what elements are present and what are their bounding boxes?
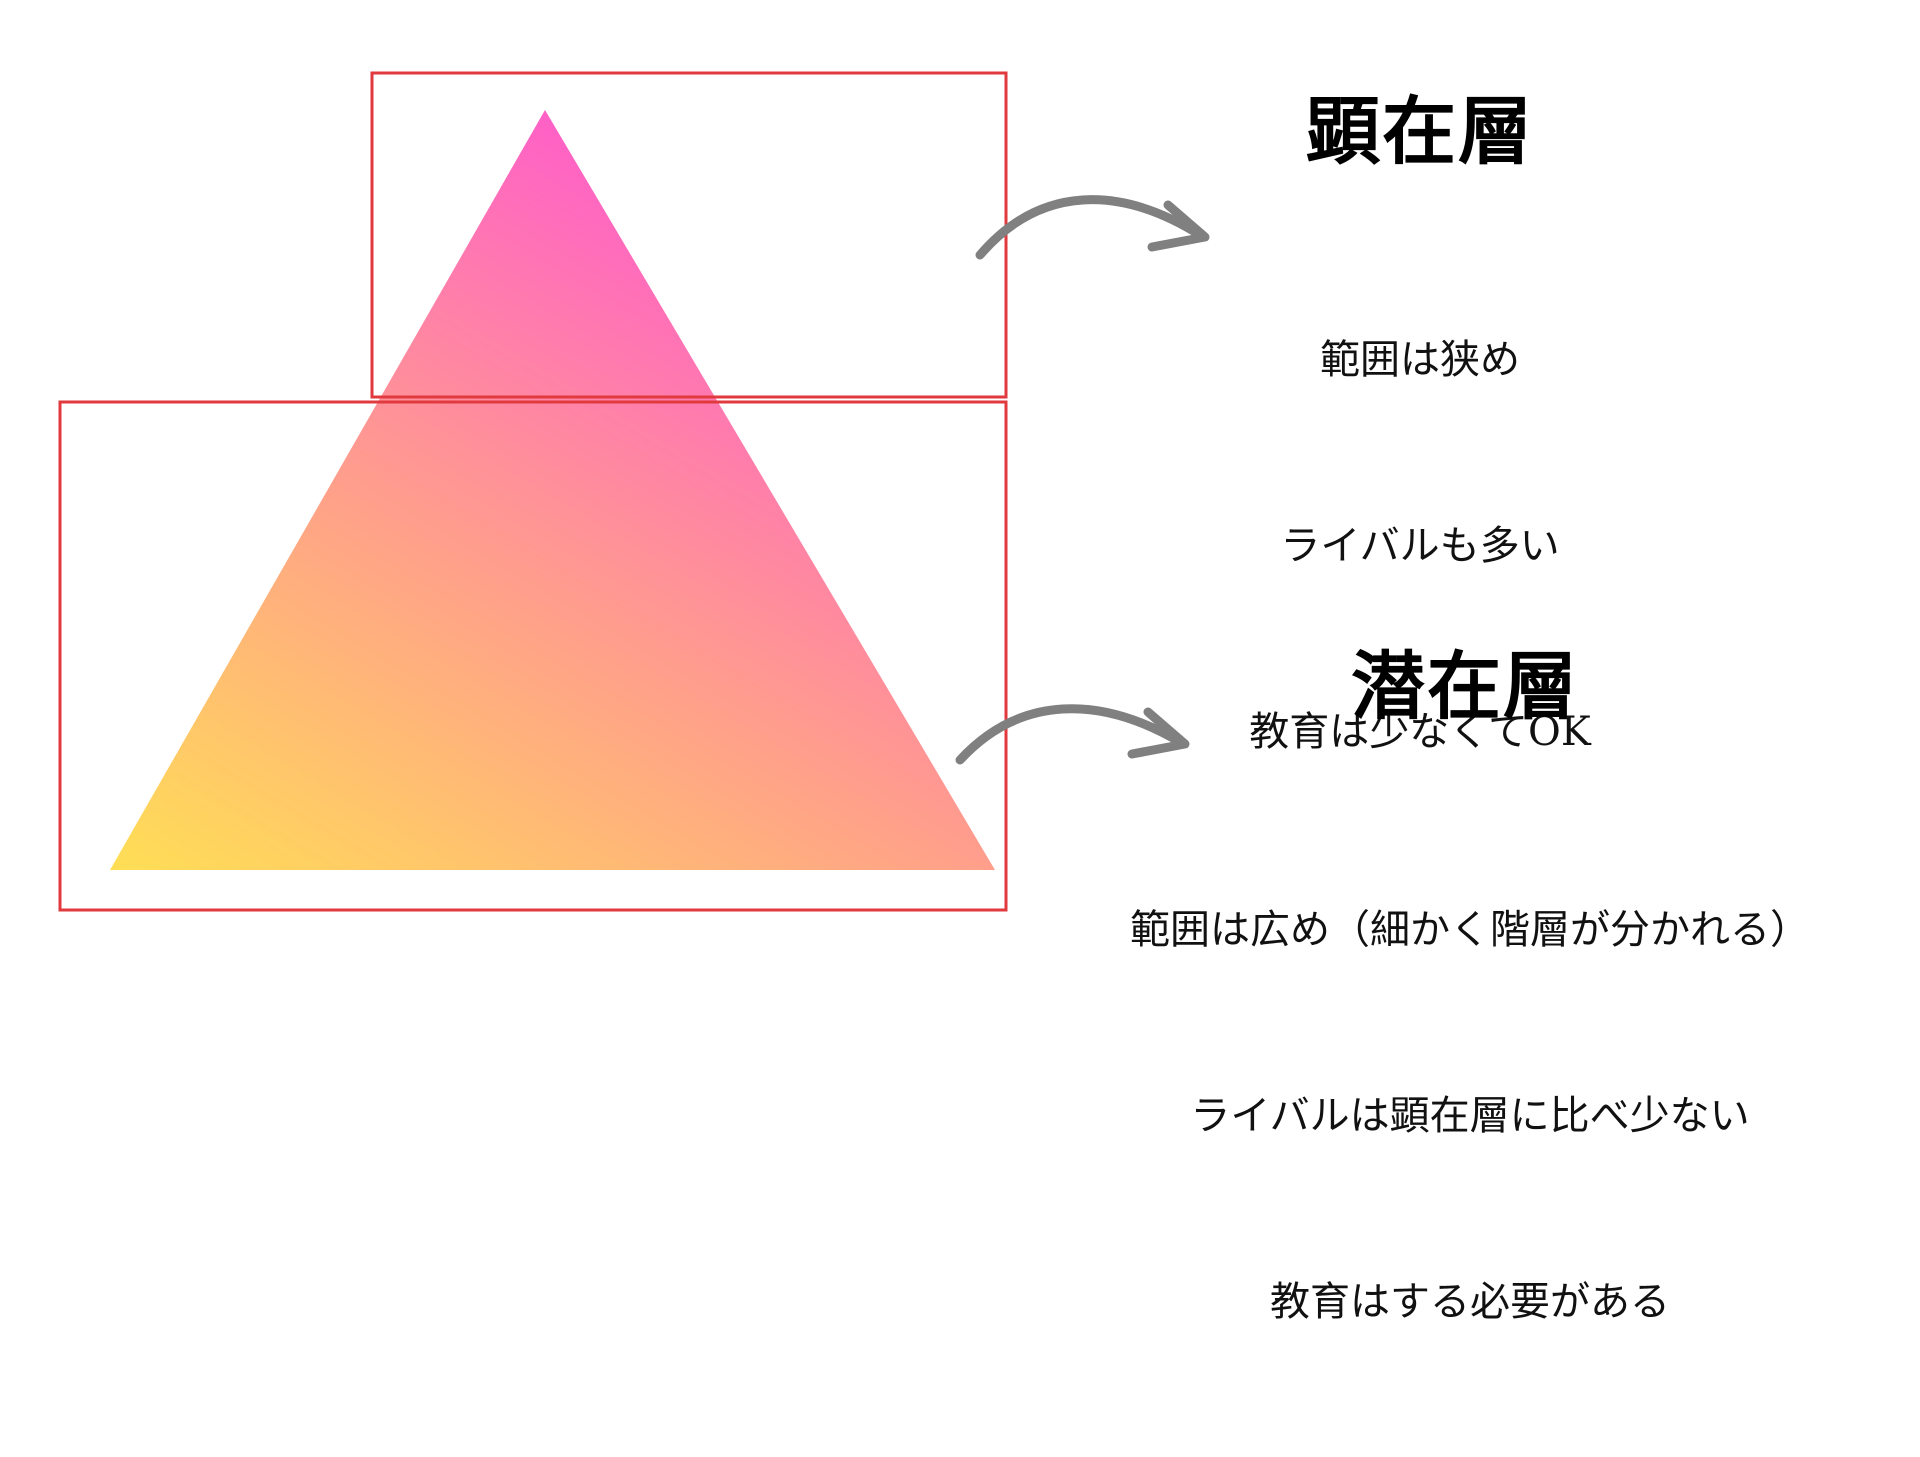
top-layer-description: 範囲は狭め ライバルも多い 教育は少なくてOK <box>1170 205 1670 887</box>
bottom-layer-title: 潜在層 <box>1351 644 1579 730</box>
top-layer-line: 範囲は狭め <box>1320 337 1520 383</box>
pyramid-diagram: 顕在層 範囲は狭め ライバルも多い 教育は少なくてOK 潜在層 範囲は広め（細か… <box>58 71 1810 1325</box>
bottom-arrow-icon <box>955 704 1190 765</box>
top-layer-line: ライバルも多い <box>1280 523 1560 569</box>
bottom-layer-description: 範囲は広め（細かく階層が分かれる） ライバルは顕在層に比べ少ない 教育はする必要… <box>1100 775 1840 1457</box>
bottom-layer-line: 教育はする必要がある <box>1270 1279 1670 1325</box>
pyramid-graphic <box>58 71 1210 912</box>
bottom-layer-line: 範囲は広め（細かく階層が分かれる） <box>1130 907 1810 953</box>
pyramid-triangle <box>110 110 995 870</box>
top-layer-line: 教育は少なくてOK <box>1249 709 1591 755</box>
top-arrow-icon <box>975 195 1210 260</box>
bottom-layer-box <box>58 400 1008 912</box>
bottom-layer-line: ライバルは顕在層に比べ少ない <box>1190 1093 1750 1139</box>
top-layer-title: 顕在層 <box>1306 89 1534 175</box>
